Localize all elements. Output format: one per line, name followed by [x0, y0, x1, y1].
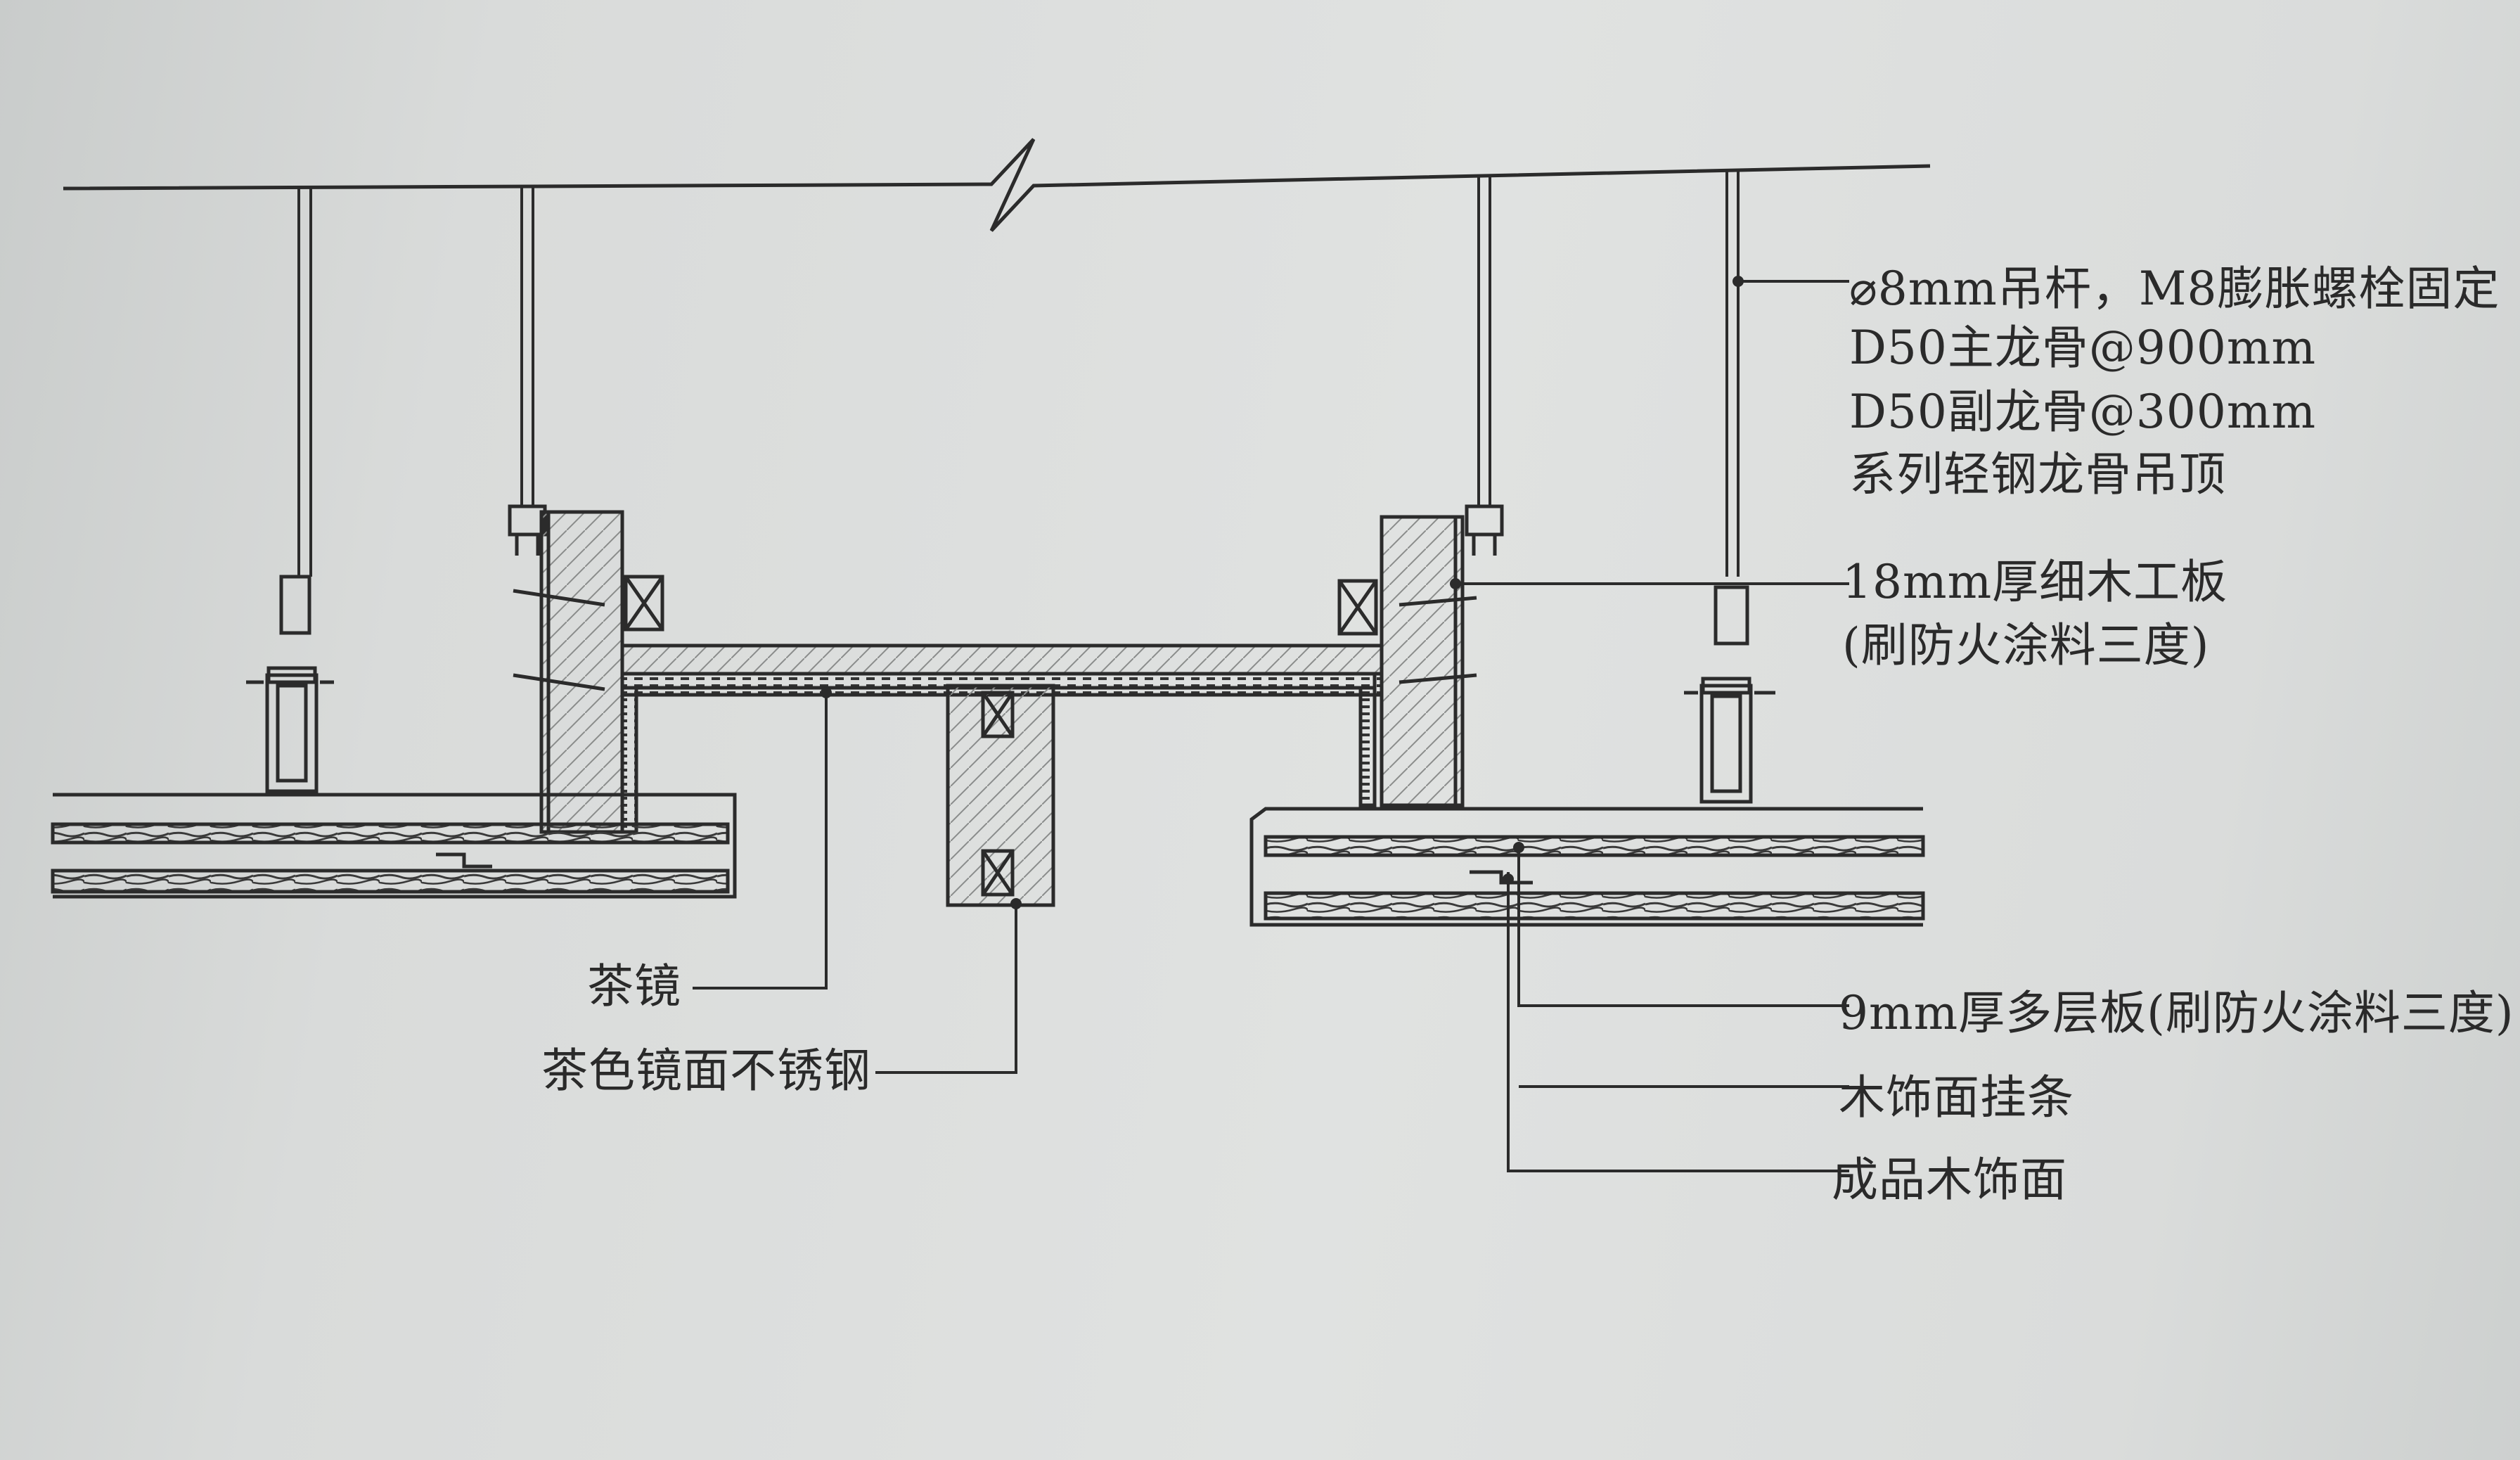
label-plywood-18: 18mm厚细木工板 [1842, 555, 2228, 609]
leader-dots [821, 276, 1744, 909]
label-main-keel: D50主龙骨@900mm [1849, 321, 2317, 375]
right-ceiling-panel [1249, 807, 1925, 927]
label-wood-finish: 成品木饰面 [1832, 1153, 2067, 1207]
label-keel-series: 系列轻钢龙骨吊顶 [1849, 447, 2226, 501]
right-bolt [1465, 504, 1504, 556]
hanger-rods [297, 170, 1740, 577]
label-secondary-keel: D50副龙骨@300mm [1849, 385, 2317, 439]
label-plywood-18-note: (刷防火涂料三度) [1842, 618, 2210, 672]
left-ceiling-panel [51, 793, 737, 899]
label-tea-mirror: 茶镜 [587, 959, 681, 1013]
left-steel-keel [246, 575, 334, 793]
leader-lines [693, 280, 1849, 1172]
label-wood-strip: 木饰面挂条 [1839, 1070, 2074, 1125]
label-multilayer-board: 9mm厚多层板(刷防火涂料三度) [1839, 986, 2514, 1040]
right-steel-keel [1684, 585, 1775, 804]
label-stainless-steel: 茶色镜面不锈钢 [541, 1044, 871, 1098]
slab-line [63, 138, 1931, 232]
center-strip [946, 684, 1055, 907]
label-hanger-rod: ⌀8mm吊杆，M8膨胀螺栓固定 [1849, 262, 2500, 316]
